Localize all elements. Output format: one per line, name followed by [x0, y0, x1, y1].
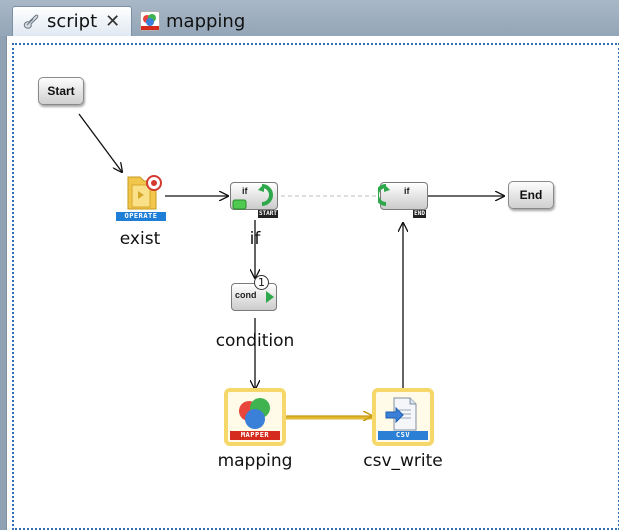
condition-order-badge: 1 [254, 275, 269, 290]
exist-node[interactable]: OPERATE [116, 171, 166, 221]
operate-icon [127, 175, 162, 210]
close-icon[interactable]: ✕ [105, 11, 121, 32]
mapping-node[interactable]: MAPPER [230, 394, 280, 440]
end-node[interactable]: End [508, 181, 554, 209]
if-start-node-label: if [249, 229, 261, 249]
start-node[interactable]: Start [38, 77, 84, 105]
operate-badge: OPERATE [116, 212, 166, 221]
script-canvas[interactable] [6, 36, 619, 530]
tab-script-label: script [47, 11, 98, 32]
start-node-label: Start [47, 84, 75, 98]
csv-write-node-label: csv_write [363, 451, 443, 471]
if-end-badge: END [413, 210, 426, 218]
condition-text: cond [235, 290, 257, 300]
mapper-badge: MAPPER [230, 431, 280, 440]
condition-node-label: condition [215, 331, 295, 351]
if-start-node[interactable]: if START [230, 180, 280, 220]
mapping-node-label: mapping [217, 451, 293, 471]
start-to-exist-connector [78, 113, 122, 172]
tab-script[interactable]: script ✕ [12, 6, 132, 36]
csv-badge: CSV [378, 431, 428, 440]
script-icon [21, 12, 41, 32]
condition-arrow-icon [266, 291, 274, 303]
tab-mapping[interactable]: mapping [138, 6, 268, 36]
merge-icon [378, 184, 390, 206]
if-start-text: if [242, 186, 248, 196]
csv-file-icon [385, 397, 417, 431]
if-start-badge: START [257, 210, 278, 218]
mapper-icon [140, 11, 160, 31]
if-end-text: if [404, 186, 410, 196]
exist-node-label: exist [119, 229, 161, 249]
canvas-selection-border [12, 43, 619, 530]
if-end-node[interactable]: if END [378, 180, 428, 220]
end-node-label: End [519, 188, 543, 202]
csv-write-node[interactable]: CSV [378, 394, 428, 440]
mapper-icon [239, 398, 270, 429]
tab-mapping-label: mapping [166, 10, 246, 32]
editor-tab-bar: script ✕ mapping [0, 0, 619, 36]
branch-icon [232, 184, 273, 210]
condition-node[interactable]: cond 1 [230, 275, 280, 316]
